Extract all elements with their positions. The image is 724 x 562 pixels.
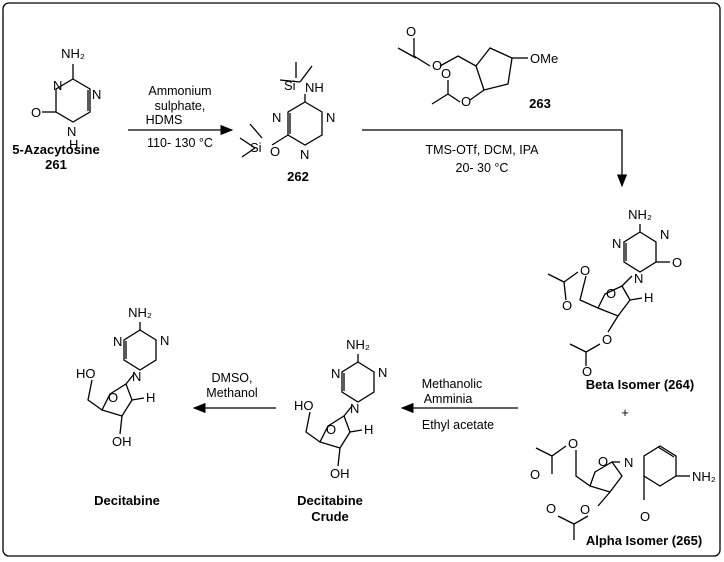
- atom-label: N: [113, 334, 122, 349]
- atom-label: HO: [76, 366, 96, 381]
- atom-label: H: [364, 422, 373, 437]
- atom-label: OMe: [530, 51, 558, 66]
- compound-name: Decitabine: [297, 493, 363, 508]
- atom-label: N: [300, 147, 309, 162]
- reagent-label: HDMS: [146, 113, 183, 127]
- atom-label: O: [580, 263, 590, 278]
- atom-label: O: [606, 286, 616, 301]
- atom-label: O: [406, 24, 416, 39]
- reagent-label: TMS-OTf, DCM, IPA: [426, 143, 540, 157]
- atom-label: H: [146, 390, 155, 405]
- atom-label: N: [53, 78, 62, 93]
- compound-name: 5-Azacytosine: [12, 142, 99, 157]
- reagent-label: Amminia: [424, 392, 473, 406]
- reagent-label: sulphate,: [155, 99, 206, 113]
- compound-number: 261: [45, 157, 67, 172]
- azacytosine-structure: NH₂ N O N N H: [31, 46, 101, 152]
- compound-name: Beta Isomer (264): [586, 377, 694, 392]
- atom-label: N: [92, 87, 101, 102]
- atom-label: H: [644, 290, 653, 305]
- atom-label: Si: [284, 78, 296, 93]
- reagent-label: Methanolic: [422, 377, 482, 391]
- atom-label: N: [350, 401, 359, 416]
- silyl-structure: Si NH N N N O Si: [239, 62, 335, 162]
- atom-label: NH₂: [61, 46, 85, 61]
- atom-label: O: [432, 58, 442, 73]
- atom-label: O: [270, 144, 280, 159]
- atom-label: Si: [250, 140, 262, 155]
- alpha-isomer-structure: O O O N O NH₂ O O: [530, 436, 716, 540]
- reaction-arrow-2: [362, 129, 628, 188]
- compound-name: Alpha Isomer (265): [586, 533, 702, 548]
- atom-label: NH₂: [628, 207, 652, 222]
- reagent-label: Ammonium: [148, 84, 211, 98]
- compound-number: 262: [287, 169, 309, 184]
- sugar-structure: O O O O OMe: [397, 24, 558, 109]
- decitabine-structure: NH₂ N N N O H HO OH: [76, 305, 169, 449]
- atom-label: O: [568, 436, 578, 451]
- reagent-label: DMSO,: [212, 371, 253, 385]
- atom-label: N: [378, 365, 387, 380]
- atom-label: N: [331, 366, 340, 381]
- atom-label: O: [598, 454, 608, 469]
- atom-label: OH: [112, 434, 132, 449]
- atom-label: O: [672, 255, 682, 270]
- decitabine-crude-structure: NH₂ N N N O H HO OH: [294, 337, 387, 481]
- atom-label: O: [461, 94, 471, 109]
- atom-label: O: [31, 105, 41, 120]
- plus-sign: +: [621, 405, 629, 420]
- atom-label: H: [69, 137, 78, 152]
- atom-label: O: [562, 298, 572, 313]
- atom-label: O: [582, 364, 592, 379]
- atom-label: HO: [294, 398, 314, 413]
- atom-label: N: [272, 110, 281, 125]
- atom-label: N: [160, 333, 169, 348]
- atom-label: O: [441, 66, 451, 81]
- atom-label: O: [640, 509, 650, 524]
- atom-label: OH: [330, 466, 350, 481]
- atom-label: O: [546, 501, 556, 516]
- atom-label: N: [612, 236, 621, 251]
- atom-label: N: [132, 369, 141, 384]
- atom-label: N: [326, 110, 335, 125]
- atom-label: O: [326, 422, 336, 437]
- atom-label: N: [624, 455, 633, 470]
- compound-number: 263: [529, 96, 551, 111]
- atom-label: O: [602, 332, 612, 347]
- beta-isomer-structure: NH₂ N N N O O H O O O O: [547, 207, 682, 379]
- atom-label: N: [67, 124, 76, 139]
- atom-label: NH₂: [692, 469, 716, 484]
- atom-label: NH: [305, 80, 324, 95]
- atom-label: N: [660, 227, 669, 242]
- atom-label: NH₂: [346, 337, 370, 352]
- compound-name: Decitabine: [94, 493, 160, 508]
- condition-label: 20- 30 °C: [456, 161, 509, 175]
- compound-name: Crude: [311, 509, 349, 524]
- atom-label: O: [580, 502, 590, 517]
- reagent-label: Ethyl acetate: [422, 418, 494, 432]
- atom-label: O: [108, 390, 118, 405]
- atom-label: N: [634, 271, 643, 286]
- atom-label: NH₂: [128, 305, 152, 320]
- atom-label: O: [530, 467, 540, 482]
- condition-label: 110- 130 °C: [147, 136, 213, 150]
- reagent-label: Methanol: [206, 386, 257, 400]
